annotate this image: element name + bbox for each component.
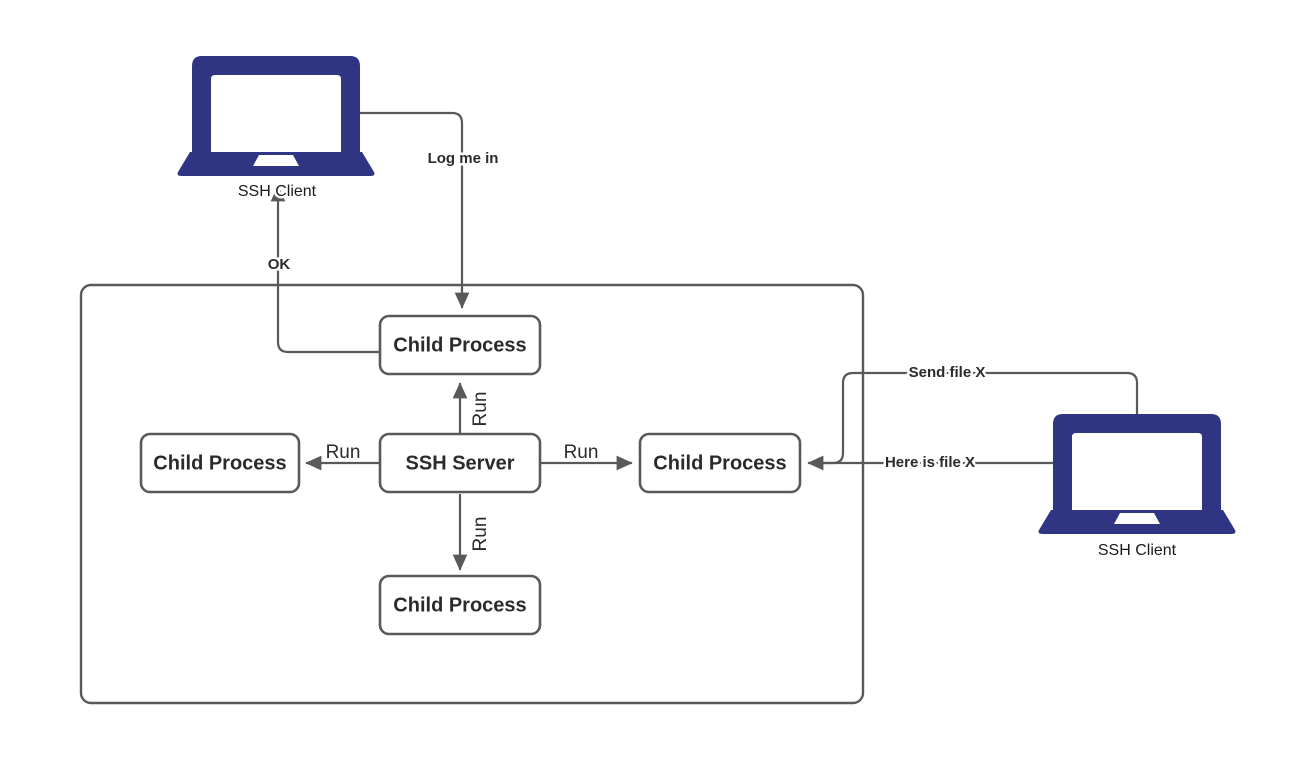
connector-log-me-in xyxy=(352,111,470,309)
node-box xyxy=(378,432,542,494)
edge-label-run-left: Run xyxy=(326,442,361,463)
node-box xyxy=(139,432,301,494)
laptop-trackpad-notch xyxy=(1114,513,1160,524)
node-child-process-bottom[interactable]: Child Process xyxy=(378,574,542,636)
laptop-icon-ssh-client-top[interactable]: SSH Client xyxy=(177,56,375,203)
node-ssh-server[interactable]: SSH Server xyxy=(378,432,542,494)
ssh-server-boundary xyxy=(79,283,865,705)
edge-label-run-right: Run xyxy=(564,442,599,463)
laptop-label: SSH Client xyxy=(238,183,317,200)
node-box xyxy=(378,314,542,376)
node-label: Child Process xyxy=(393,594,526,616)
edge-label-here-is-file-x: Here is file X xyxy=(885,454,975,471)
node-child-process-left[interactable]: Child Process xyxy=(139,432,301,494)
node-box xyxy=(378,574,542,636)
laptop-screen-bezel xyxy=(1053,414,1221,510)
node-child-process-right[interactable]: Child Process xyxy=(638,432,802,494)
laptop-trackpad-notch xyxy=(253,155,299,166)
connector-send-file-x xyxy=(810,371,1139,465)
laptop-screen-bezel xyxy=(192,56,360,152)
edge-label-ok: OK xyxy=(268,256,291,273)
edge-label-run-down: Run xyxy=(470,517,491,552)
node-label: Child Process xyxy=(153,452,286,474)
connector-ok xyxy=(270,185,380,354)
edge-label-log-me-in: Log me in xyxy=(428,150,499,167)
node-child-process-top[interactable]: Child Process xyxy=(378,314,542,376)
node-label: Child Process xyxy=(653,452,786,474)
node-label: SSH Server xyxy=(406,452,515,474)
node-box xyxy=(638,432,802,494)
edge-label-run-up: Run xyxy=(470,392,491,427)
edge-label-send-file-x: Send file X xyxy=(909,364,986,381)
laptop-icon-ssh-client-right[interactable]: SSH Client xyxy=(1038,414,1236,562)
node-label: Child Process xyxy=(393,334,526,356)
laptop-label: SSH Client xyxy=(1098,542,1177,559)
